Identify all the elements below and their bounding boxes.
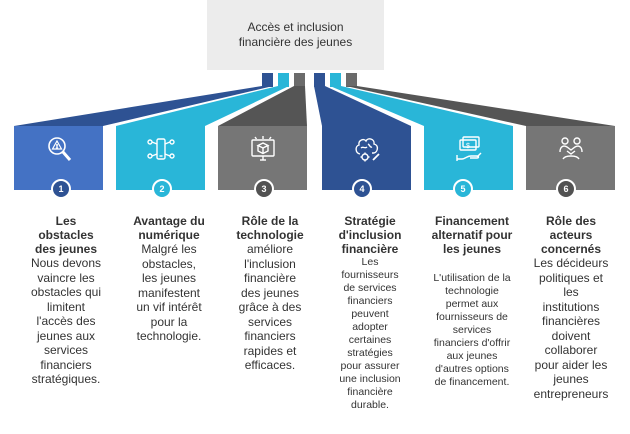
search-alert-icon	[44, 134, 74, 164]
step-text-2: Avantage du numérique Malgré les obstacl…	[117, 214, 221, 344]
step-title: Rôle des acteurs concernés	[540, 214, 602, 256]
step-description: Les fournisseurs de services financiers …	[339, 256, 401, 411]
fan-segment-3	[218, 86, 307, 126]
brain-gear-icon	[352, 134, 382, 164]
fan-segment-1	[14, 86, 273, 126]
fan-segment-5	[330, 86, 513, 126]
mobile-network-icon	[146, 134, 176, 164]
step-description: L'utilisation de la technologie permet a…	[433, 272, 511, 388]
step-number: 4	[359, 184, 365, 194]
step-title: Financement alternatif pour les jeunes	[431, 214, 513, 256]
step-badge-6: 6	[556, 179, 576, 199]
money-hand-icon: $	[454, 134, 484, 164]
fan-segment-4	[314, 86, 411, 126]
step-panel-2	[116, 126, 205, 190]
connector-tab	[294, 73, 305, 87]
step-text-5: Financement alternatif pour les jeunes L…	[414, 214, 530, 389]
step-text-1: Les obstacles des jeunes Nous devons vai…	[14, 214, 118, 387]
svg-text:$: $	[466, 143, 470, 150]
step-number: 1	[58, 184, 64, 194]
connector-tab	[330, 73, 341, 87]
step-number: 3	[261, 184, 267, 194]
step-text-4: Stratégie d'inclusion financière Les fou…	[318, 214, 422, 412]
connector-tab	[346, 73, 357, 87]
connector-tab	[278, 73, 289, 87]
step-title: Les obstacles des jeunes	[34, 214, 98, 256]
step-badge-4: 4	[352, 179, 372, 199]
handshake-people-icon	[556, 134, 586, 164]
step-title: Avantage du numérique	[133, 214, 205, 242]
title-box: Accès et inclusion financière des jeunes	[207, 0, 384, 70]
step-title: Stratégie d'inclusion financière	[338, 214, 402, 256]
box-monitor-icon	[248, 134, 278, 164]
step-number: 2	[159, 184, 165, 194]
step-description: améliore l'inclusion financière des jeun…	[238, 242, 302, 372]
step-number: 5	[460, 184, 466, 194]
step-badge-1: 1	[51, 179, 71, 199]
title-line-1: Accès et inclusion	[247, 20, 344, 34]
step-description: Malgré les obstacles, les jeunes manifes…	[136, 242, 202, 343]
step-badge-5: 5	[453, 179, 473, 199]
step-panel-5: $	[424, 126, 513, 190]
connector-tabs	[262, 73, 362, 87]
step-text-6: Rôle des acteurs concernés Les décideurs…	[519, 214, 623, 401]
fan-segment-6	[346, 86, 615, 126]
step-number: 6	[563, 184, 569, 194]
connector-tab	[314, 73, 325, 87]
step-badge-2: 2	[152, 179, 172, 199]
step-panel-3	[218, 126, 307, 190]
step-description: Les décideurs politiques et les institut…	[533, 256, 609, 401]
connector-tab	[262, 73, 273, 87]
fan-connectors	[14, 86, 615, 126]
step-text-3: Rôle de la technologie améliore l'inclus…	[218, 214, 322, 373]
step-title: Rôle de la technologie	[236, 214, 304, 242]
step-badge-3: 3	[254, 179, 274, 199]
title-line-2: financière des jeunes	[238, 35, 353, 49]
step-description: Nous devons vaincre les obstacles qui li…	[30, 256, 102, 386]
fan-segment-2	[116, 86, 289, 126]
